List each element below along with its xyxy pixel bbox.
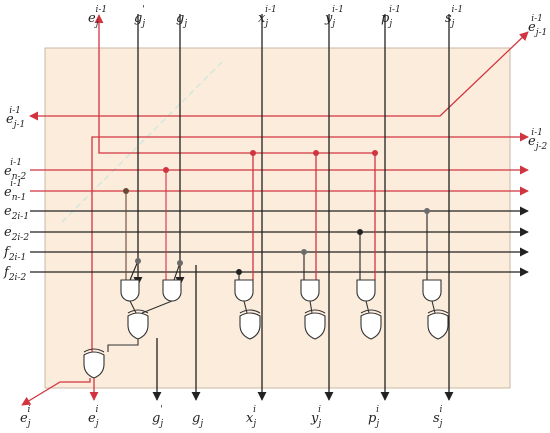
junction-dot <box>135 258 141 264</box>
wire-and-xor-gp <box>129 300 137 314</box>
label-top-s: sji-1 <box>445 5 463 29</box>
xor-gate-p <box>360 309 382 340</box>
and-gate-g-prime <box>120 279 140 302</box>
and-gate-x <box>234 279 254 302</box>
wire-e-j-in <box>94 14 253 154</box>
junction-dot <box>357 229 363 235</box>
wire-e-j-2 <box>91 132 529 355</box>
and-gate-g <box>162 279 182 302</box>
label-bottom-x: xji <box>246 405 256 429</box>
diagonal-guide <box>61 61 223 223</box>
xor-gate-x <box>239 309 261 340</box>
junction-dot <box>123 188 129 194</box>
label-right-e-j-2: ej-2i-1 <box>528 128 548 152</box>
and-gate-p <box>356 279 376 302</box>
wire-and-xor-x <box>243 300 248 314</box>
label-bottom-e: eji <box>88 405 99 429</box>
label-top-x: xji-1 <box>258 5 277 29</box>
label-top-e: eji-1 <box>88 5 107 29</box>
junction-dot <box>177 260 183 266</box>
label-bottom-g-prime: gj' <box>152 405 163 429</box>
xor-gate-g <box>127 309 149 340</box>
junction-dot <box>250 150 256 156</box>
wire-and-xor-g <box>141 300 173 314</box>
junction-dot <box>236 269 242 275</box>
label-top-g: gj <box>176 11 187 29</box>
label-bottom-y: yji <box>310 405 321 429</box>
wire-e-j-1 <box>29 31 529 121</box>
wire-and-xor-s <box>431 300 436 314</box>
label-top-y: yji-1 <box>324 5 344 29</box>
label-left-e-n-1: en-1i-1 <box>4 179 26 203</box>
junction-dot <box>313 150 319 156</box>
and-gate-y <box>300 279 320 302</box>
tap-g <box>173 262 181 281</box>
and-gate-s <box>422 279 442 302</box>
label-left-e-j-1: ej-1i-1 <box>6 106 25 130</box>
label-left-f-2i-1: f2i-1 <box>3 245 26 263</box>
wire-and-xor-y <box>309 300 313 314</box>
label-bottom-s: sji <box>433 405 443 429</box>
xor-gate-e <box>83 348 105 379</box>
label-top-g-prime: gj' <box>134 5 145 29</box>
label-top-p: pji-1 <box>381 5 401 29</box>
label-bottom-g: gj <box>192 411 203 429</box>
label-right-e-j-1: ej-1i-1 <box>528 14 547 38</box>
xor-gate-y <box>304 309 326 340</box>
label-bottom-p: pji <box>368 405 379 429</box>
wire-xor-g-out <box>107 339 139 352</box>
wire-e-out-left <box>21 378 91 406</box>
junction-dot <box>372 150 378 156</box>
label-left-e-2i-1: e2i-1 <box>4 204 29 222</box>
junction-dot <box>163 167 169 173</box>
label-left-e-2i-2: e2i-2 <box>4 225 29 243</box>
wire-and-xor-p <box>365 300 370 314</box>
junction-dot <box>301 249 307 255</box>
label-bottom-e-left: eji <box>20 405 31 429</box>
label-left-e-n-2: en-2i-1 <box>4 158 27 182</box>
label-left-f-2i-2: f2i-2 <box>3 265 26 283</box>
xor-gate-s <box>427 309 449 340</box>
junction-dot <box>424 208 430 214</box>
tap-g-prime <box>129 260 139 281</box>
